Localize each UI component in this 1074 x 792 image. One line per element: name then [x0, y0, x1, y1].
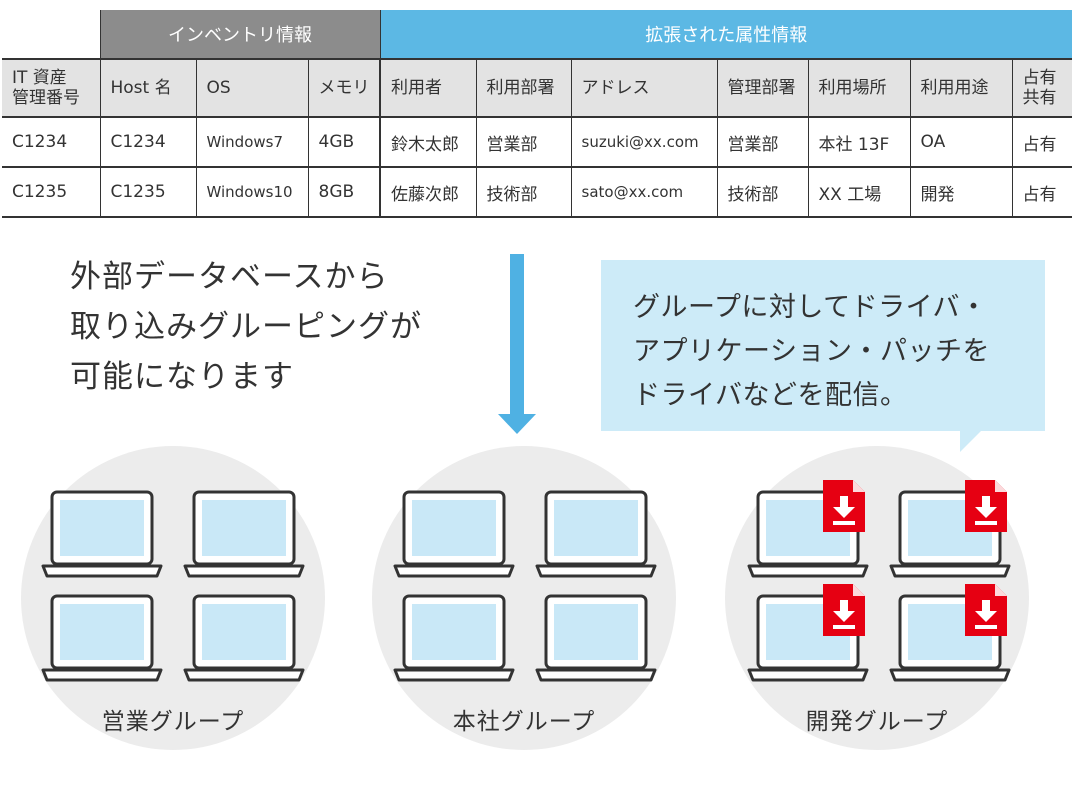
column-header: アドレス: [570, 58, 717, 118]
table-cell: XX 工場: [807, 167, 910, 218]
speech-bubble: グループに対してドライバ・ アプリケーション・パッチを ドライバなどを配信。: [601, 260, 1045, 431]
laptop-icon: [535, 490, 657, 578]
column-header-occupancy-line2: 共有: [1022, 88, 1057, 108]
table-row: C1234 C1234 Windows7 4GB 鈴木太郎 営業部 suzuki…: [2, 117, 1072, 168]
laptop-icon: [183, 490, 305, 578]
import-description-line: 取り込みグルーピングが: [70, 309, 422, 345]
table-cell: OA: [909, 117, 1012, 168]
speech-bubble-tail: [960, 430, 982, 452]
column-header: 利用部署: [475, 58, 571, 118]
import-description-line: 可能になります: [70, 359, 294, 395]
group-header-row: インベントリ情報 拡張された属性情報: [2, 10, 1072, 59]
table-cell: 8GB: [307, 167, 380, 218]
column-header-row: IT 資産 管理番号 Host 名 OS メモリ 利用者 利用部署 アドレス 管…: [2, 58, 1072, 118]
laptop-icon: [41, 594, 163, 682]
column-header: 利用場所: [807, 58, 910, 118]
laptop-icon: [183, 594, 305, 682]
table-cell: C1234: [99, 117, 196, 168]
laptop-icon: [393, 594, 515, 682]
blank-header: [2, 10, 100, 59]
table-cell: 開発: [909, 167, 1012, 218]
laptop-icon: [393, 490, 515, 578]
column-header: 利用用途: [909, 58, 1012, 118]
download-file-icon: [823, 584, 865, 636]
group-label-development: 開発グループ: [805, 709, 949, 735]
table-cell: 営業部: [716, 117, 808, 168]
table-cell: suzuki@xx.com: [570, 117, 717, 168]
speech-bubble-line: ドライバなどを配信。: [633, 380, 908, 411]
column-header-asset-id-line2: 管理番号: [12, 88, 80, 108]
down-arrow-icon: [510, 254, 524, 416]
inventory-table: インベントリ情報 拡張された属性情報 IT 資産 管理番号 Host 名 OS …: [2, 10, 1072, 218]
column-header-asset-id: IT 資産 管理番号: [2, 58, 100, 118]
import-description-line: 外部データベースから: [70, 259, 389, 295]
column-header: 管理部署: [716, 58, 808, 118]
column-header: メモリ: [307, 58, 380, 118]
download-file-icon: [965, 584, 1007, 636]
column-header: 利用者: [379, 58, 476, 118]
table-cell: 営業部: [475, 117, 571, 168]
table-cell: 本社 13F: [807, 117, 910, 168]
table-row: C1235 C1235 Windows10 8GB 佐藤次郎 技術部 sato@…: [2, 167, 1072, 218]
extended-group-header: 拡張された属性情報: [380, 10, 1072, 59]
table-cell: 技術部: [716, 167, 808, 218]
column-header-occupancy: 占有 共有: [1011, 58, 1072, 118]
inventory-group-header: インベントリ情報: [99, 10, 381, 59]
table-cell: C1235: [2, 167, 100, 218]
table-cell: sato@xx.com: [570, 167, 717, 218]
column-header-asset-id-line1: IT 資産: [12, 68, 67, 88]
column-header: OS: [195, 58, 308, 118]
table-cell: C1234: [2, 117, 100, 168]
table-cell: 技術部: [475, 167, 571, 218]
table-cell: 4GB: [307, 117, 380, 168]
download-file-icon: [965, 480, 1007, 532]
laptop-icon: [535, 594, 657, 682]
column-header: Host 名: [99, 58, 196, 118]
import-description: 外部データベースから 取り込みグルーピングが 可能になります: [70, 252, 422, 402]
speech-bubble-line: アプリケーション・パッチを: [633, 336, 990, 367]
table-cell: 占有: [1011, 117, 1072, 168]
speech-bubble-line: グループに対してドライバ・: [633, 292, 988, 323]
table-cell: C1235: [99, 167, 196, 218]
down-arrow-head: [498, 414, 536, 434]
laptop-icon: [41, 490, 163, 578]
table-cell: Windows7: [195, 117, 308, 168]
group-label-sales: 営業グループ: [101, 709, 245, 735]
group-label-headquarters: 本社グループ: [452, 709, 596, 735]
table-cell: 鈴木太郎: [379, 117, 476, 168]
table-cell: 佐藤次郎: [379, 167, 476, 218]
table-cell: Windows10: [195, 167, 308, 218]
download-file-icon: [823, 480, 865, 532]
table-cell: 占有: [1011, 167, 1072, 218]
column-header-occupancy-line1: 占有: [1022, 68, 1057, 88]
